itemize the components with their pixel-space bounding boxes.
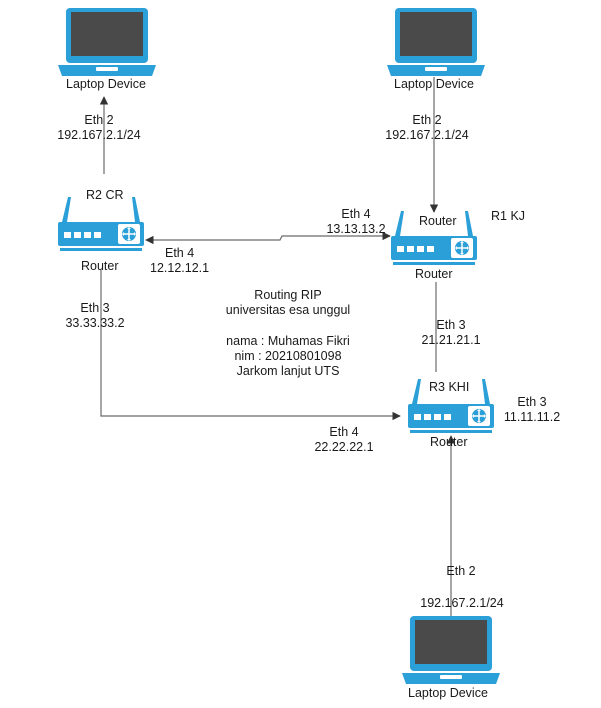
laptop-icon <box>58 8 156 76</box>
iface-ip: 22.22.22.1 <box>314 440 374 454</box>
router-r1-caption: Router <box>415 267 453 281</box>
router-icon <box>57 196 145 252</box>
r2-eth2-label: Eth 2 192.167.2.1/24 <box>54 113 144 143</box>
laptop-top-left-label: Laptop Device <box>66 77 146 91</box>
router-r3-caption: Router <box>430 435 468 449</box>
iface-name: Eth 4 <box>329 425 359 439</box>
iface-name: Eth 3 <box>436 318 466 332</box>
router-r2-caption: Router <box>81 259 119 273</box>
router-r1-top-caption: Router <box>419 214 457 228</box>
r1-eth3-label: Eth 3 21.21.21.1 <box>418 318 484 348</box>
iface-ip: 11.11.11.2 <box>503 410 561 424</box>
info-university: universitas esa unggul <box>225 303 351 317</box>
info-routing: Routing RIP <box>254 288 322 302</box>
iface-ip: 13.13.13.2 <box>326 222 386 236</box>
iface-ip: 192.167.2.1/24 <box>57 128 141 142</box>
iface-ip: 21.21.21.1 <box>421 333 481 347</box>
info-name: nama : Muhamas Fikri <box>226 334 350 348</box>
laptop-icon <box>387 8 485 76</box>
connections <box>99 77 456 620</box>
router-r1-title: R1 KJ <box>491 209 526 223</box>
iface-name: Eth 4 <box>165 246 195 260</box>
link-r1-r2 <box>145 231 391 245</box>
iface-name: Eth 4 <box>341 207 371 221</box>
r3-eth4-label: Eth 4 22.22.22.1 <box>310 425 378 455</box>
r3-eth3-label: Eth 3 11.11.11.2 <box>499 395 565 425</box>
link-r2-r3 <box>100 270 401 421</box>
laptop-top-right-label: Laptop Device <box>394 77 474 91</box>
info-nim: nim : 20210801098 <box>234 349 342 363</box>
iface-name: Eth 3 <box>517 395 547 409</box>
r2-eth4-label: Eth 4 12.12.12.1 <box>150 246 209 276</box>
info-course: Jarkom lanjut UTS <box>236 364 340 378</box>
r3-eth2-iface-label: Eth 2 <box>446 564 476 578</box>
r1-eth2-label: Eth 2 192.167.2.1/24 <box>382 113 472 143</box>
iface-ip: 192.167.2.1/24 <box>385 128 469 142</box>
r3-eth2-ip-label: 192.167.2.1/24 <box>420 596 504 610</box>
laptop-bottom-label: Laptop Device <box>408 686 488 700</box>
router-r2-title: R2 CR <box>86 188 124 202</box>
iface-ip: 12.12.12.1 <box>150 261 210 275</box>
iface-name: Eth 3 <box>80 301 110 315</box>
info-block: Routing RIP universitas esa unggul nama … <box>208 288 368 379</box>
iface-name: Eth 2 <box>412 113 442 127</box>
router-r3-title: R3 KHI <box>429 380 470 394</box>
r1-eth4-label: Eth 4 13.13.13.2 <box>322 207 390 237</box>
laptop-icon <box>402 616 500 684</box>
iface-ip: 33.33.33.2 <box>65 316 125 330</box>
r2-eth3-label: Eth 3 33.33.33.2 <box>57 301 133 331</box>
iface-name: Eth 2 <box>84 113 114 127</box>
